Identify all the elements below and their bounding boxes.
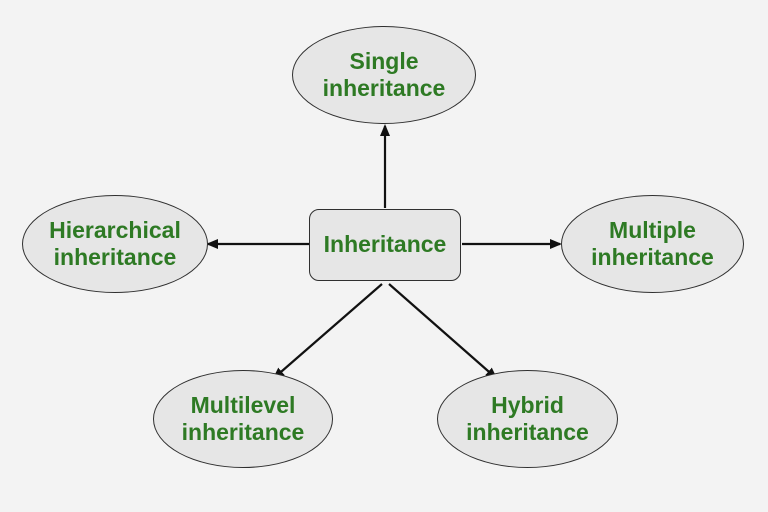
arrow-to-hybrid	[388, 283, 498, 380]
multilevel-inheritance-label-line1: Multilevel	[190, 391, 296, 418]
multiple-inheritance-label-line2: inheritance	[591, 244, 714, 270]
single-inheritance-label-line2: inheritance	[322, 75, 446, 101]
hierarchical-inheritance-label-line2: inheritance	[53, 244, 177, 270]
multiple-inheritance-node: Multiple inheritance	[561, 195, 744, 293]
multilevel-inheritance-label-line2: inheritance	[181, 419, 305, 445]
hybrid-inheritance-label-line2: inheritance	[466, 419, 589, 445]
arrow-to-multilevel	[272, 283, 383, 380]
hybrid-inheritance-label-line1: Hybrid	[491, 391, 564, 418]
multiple-inheritance-label-line1: Multiple	[609, 216, 696, 243]
inheritance-center-node: Inheritance	[309, 209, 461, 281]
hierarchical-inheritance-node: Hierarchical inheritance	[22, 195, 208, 293]
hybrid-inheritance-node: Hybrid inheritance	[437, 370, 618, 468]
multilevel-inheritance-node: Multilevel inheritance	[153, 370, 333, 468]
single-inheritance-node: Single inheritance	[292, 26, 476, 124]
hierarchical-inheritance-label-line1: Hierarchical	[49, 216, 181, 243]
inheritance-center-label: Inheritance	[323, 231, 447, 258]
single-inheritance-label-line1: Single	[349, 47, 419, 74]
